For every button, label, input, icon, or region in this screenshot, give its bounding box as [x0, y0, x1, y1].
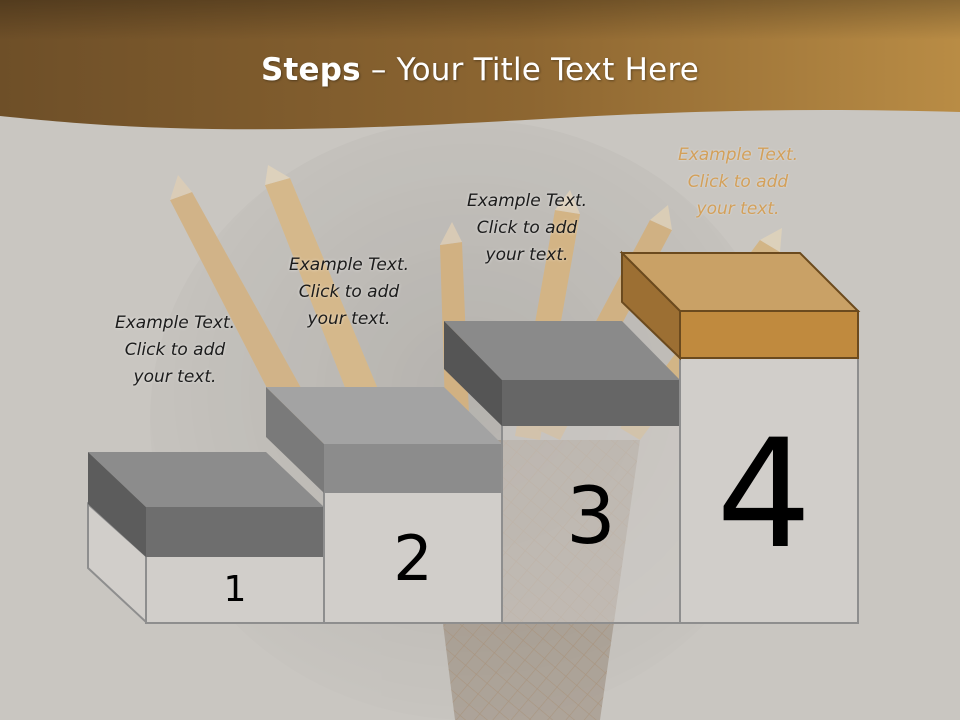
slide-title[interactable]: Steps – Your Title Text Here	[0, 52, 960, 88]
step-3-number: 3	[566, 472, 616, 562]
step-block-3	[444, 321, 681, 624]
caption-line: your text.	[485, 245, 569, 265]
step-block-1	[87, 452, 325, 625]
caption-line: Click to add	[124, 340, 226, 360]
caption-line: Example Text.	[288, 255, 410, 275]
caption-line: your text.	[133, 367, 217, 387]
title-bold: Steps	[260, 52, 361, 88]
caption-line: Example Text.	[466, 191, 588, 211]
step-1-caption[interactable]: Example Text. Click to add your text.	[90, 310, 260, 391]
step-2-caption[interactable]: Example Text. Click to add your text.	[264, 252, 434, 333]
step-4-caption[interactable]: Example Text. Click to add your text.	[653, 142, 823, 223]
caption-line: Click to add	[476, 218, 578, 238]
step-1-number: 1	[223, 569, 247, 610]
step-2-number: 2	[393, 522, 433, 595]
step-4-number: 4	[716, 408, 812, 582]
title-rest: – Your Title Text Here	[360, 52, 699, 88]
caption-line: Click to add	[687, 172, 789, 192]
caption-line: Click to add	[298, 282, 400, 302]
caption-line: Example Text.	[677, 145, 799, 165]
caption-line: your text.	[696, 199, 780, 219]
caption-line: your text.	[307, 309, 391, 329]
caption-line: Example Text.	[114, 313, 236, 333]
step-block-2	[266, 387, 503, 624]
step-3-caption[interactable]: Example Text. Click to add your text.	[442, 188, 612, 269]
step-block-4	[619, 250, 861, 624]
